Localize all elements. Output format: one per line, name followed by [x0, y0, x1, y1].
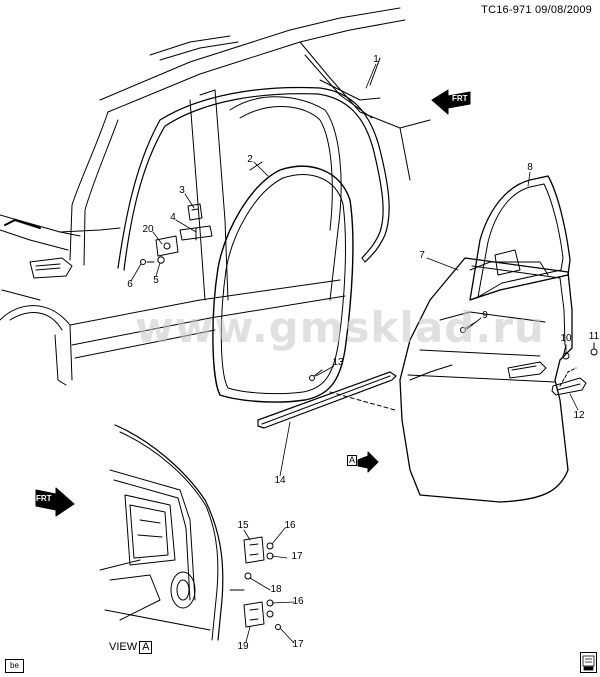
hinge-brackets: [140, 203, 213, 265]
view-caption-letter: A: [139, 641, 153, 654]
callout-12: 12: [573, 410, 585, 421]
badge-be: be: [5, 659, 24, 673]
forward-arrow-bottom-icon: [35, 487, 75, 517]
callout-16-lower: 16: [292, 596, 304, 607]
callout-20: 20: [142, 224, 154, 235]
diagram-code: TC16-971: [481, 4, 532, 16]
vehicle-body: [0, 7, 431, 386]
view-direction-arrow-icon: [357, 451, 379, 473]
callout-8: 8: [527, 162, 533, 173]
view-a-inset: [99, 424, 281, 641]
callout-13: 13: [332, 357, 344, 368]
callout-3: 3: [179, 185, 185, 196]
view-caption-prefix: VIEW: [109, 641, 138, 653]
callout-11: 11: [588, 331, 600, 342]
callout-15: 15: [237, 520, 249, 531]
diagram-date: 09/08/2009: [534, 4, 592, 16]
callout-17-lower: 17: [292, 639, 304, 650]
callout-7: 7: [419, 250, 425, 261]
callout-14: 14: [274, 475, 286, 486]
forward-label-top: FRT: [452, 94, 468, 103]
part-7-door-shell: [399, 257, 573, 503]
callout-9: 9: [482, 310, 488, 321]
callout-2: 2: [247, 154, 253, 165]
part-8-window-frame: [469, 175, 571, 301]
forward-arrow-top-icon: [431, 89, 471, 115]
service-manual-icon: [580, 652, 597, 673]
part-14-lower-molding: [257, 369, 397, 429]
callout-1: 1: [373, 54, 379, 65]
forward-label-bottom: FRT: [36, 494, 52, 503]
callout-18: 18: [270, 584, 282, 595]
callout-19: 19: [237, 641, 249, 652]
part-1-weatherstrip: [117, 57, 390, 271]
leader-lines: [130, 63, 595, 644]
callout-10: 10: [560, 333, 572, 344]
callout-4: 4: [170, 212, 176, 223]
callout-17-upper: 17: [291, 551, 303, 562]
callout-6: 6: [127, 279, 133, 290]
outside-handle-parts: [551, 342, 598, 396]
view-arrow-label: A: [347, 455, 358, 466]
callout-16-upper: 16: [284, 520, 296, 531]
callout-5: 5: [153, 275, 159, 286]
diagram-header: TC16-971 09/08/2009: [481, 4, 592, 16]
part-2-door-seal: [212, 161, 354, 403]
